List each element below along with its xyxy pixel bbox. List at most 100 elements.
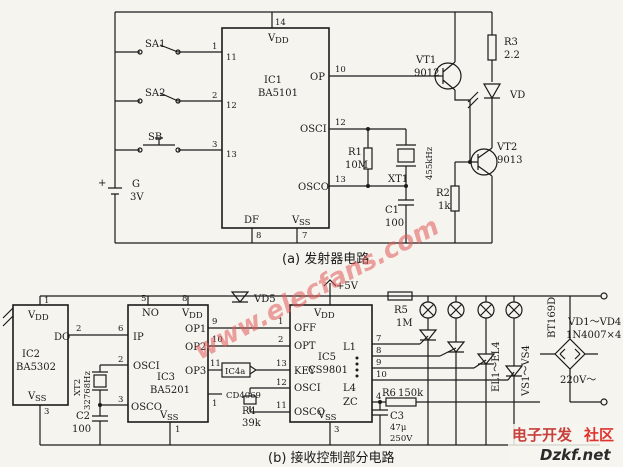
c3-label: C3 (390, 411, 404, 422)
svg-text:OSCO: OSCO (294, 407, 325, 418)
ic1-vdd-sub: DD (275, 36, 289, 46)
lamps-group (419, 296, 523, 366)
xt2-freq: 32768Hz (83, 371, 93, 410)
ic5-chip (289, 304, 373, 423)
r4-label: R4 (242, 406, 256, 417)
ic1-op-label: OP (310, 72, 325, 83)
svg-text:V: V (159, 410, 168, 421)
caption-a: (a) 发射器电路 (282, 251, 369, 267)
svg-text:3: 3 (212, 140, 217, 150)
svg-text:12: 12 (276, 378, 287, 388)
svg-text:1: 1 (212, 399, 217, 409)
xt1-label: XT1 (388, 174, 408, 185)
svg-text:13: 13 (276, 359, 287, 369)
vt1-label: VT1 (415, 55, 436, 66)
switch-sa2-label: SA2 (145, 88, 165, 99)
brand-text1: 电子开发 (512, 426, 573, 444)
brand-text2: 社区 (583, 426, 614, 444)
svg-text:12: 12 (335, 118, 346, 128)
r2-label: R2 (436, 188, 450, 199)
ic1-osci-label: OSCI (300, 124, 327, 135)
ic1-name: IC1 (264, 75, 282, 86)
r6-value: 150k (398, 388, 424, 399)
svg-text:3: 3 (118, 395, 123, 405)
svg-text:10: 10 (212, 335, 223, 345)
vt2-part: 9013 (497, 155, 522, 166)
r1-value: 10M (345, 160, 368, 171)
battery-label: G (132, 179, 140, 190)
receiver-circuit: +5V 1 V DD DO IC2 BA5302 V SS 3 2 5 8 NO… (2, 279, 621, 466)
r6-label: R6 (382, 388, 396, 399)
svg-text:2: 2 (278, 335, 283, 345)
watermark-text: www.elecfans.com (189, 212, 444, 367)
r2-value: 1k (438, 201, 451, 212)
svg-text:L4: L4 (343, 383, 356, 394)
svg-text:+: + (98, 178, 106, 189)
svg-text:OPT: OPT (294, 341, 316, 352)
svg-text:DD: DD (189, 311, 203, 321)
triacs-label: VS1～VS4 (521, 345, 532, 397)
svg-text:V: V (27, 391, 36, 402)
svg-text:L1: L1 (343, 342, 356, 353)
ic2-name: IC2 (22, 349, 40, 360)
transmitter-circuit: 14 V DD IC1 BA5101 DF V SS SA1 1 11 SA2 … (98, 11, 525, 267)
svg-text:4: 4 (376, 392, 381, 402)
ic1-vss-label: V (291, 215, 300, 226)
svg-text:OFF: OFF (294, 323, 316, 334)
vt1-part: 9012 (414, 68, 439, 79)
ic1-chip (221, 27, 330, 229)
svg-text:1: 1 (175, 425, 180, 435)
ic2-part: BA5302 (16, 362, 56, 373)
ic3-part: BA5201 (150, 385, 190, 396)
svg-text:3: 3 (44, 407, 49, 417)
svg-text:10: 10 (335, 65, 346, 75)
svg-text:DD: DD (321, 311, 335, 321)
svg-text:12: 12 (226, 101, 237, 111)
svg-text:NO: NO (142, 308, 159, 319)
svg-text:8: 8 (182, 294, 187, 304)
svg-text:8: 8 (256, 231, 261, 241)
svg-text:1: 1 (278, 317, 283, 327)
svg-text:KEY: KEY (294, 366, 316, 377)
svg-text:11: 11 (226, 53, 237, 63)
diodes-part: 1N4007×4 (566, 330, 621, 341)
svg-text:13: 13 (335, 175, 346, 185)
switch-sa1-label: SA1 (145, 39, 165, 50)
svg-text:V: V (27, 310, 36, 321)
ic1-vss-sub: SS (299, 218, 311, 228)
switch-sb-label: SB (148, 132, 162, 143)
svg-text:1: 1 (212, 42, 217, 52)
ac-label: 220V～ (560, 375, 596, 386)
c1-value: 100 (385, 218, 404, 229)
svg-text:2: 2 (118, 355, 123, 365)
svg-text:DD: DD (35, 313, 49, 323)
svg-text:7: 7 (376, 334, 381, 344)
xt1-freq: 455kHz (425, 146, 435, 180)
svg-text:ZC: ZC (343, 397, 358, 408)
ic4a-label: IC4a (225, 367, 245, 377)
brand-watermark: 电子开发 社区 Dzkf.net (508, 424, 623, 467)
svg-text:2: 2 (212, 91, 217, 101)
svg-text:9: 9 (376, 358, 381, 368)
bt169-label: BT169D (547, 297, 558, 338)
svg-text:OP3: OP3 (185, 366, 206, 377)
r5-label: R5 (394, 305, 408, 316)
brand-site: Dzkf.net (540, 446, 611, 464)
c3-value1: 47μ (390, 423, 407, 433)
caption-b: (b) 接收控制部分电路 (268, 450, 395, 466)
led-label: VD (509, 90, 525, 101)
svg-text:6: 6 (118, 324, 123, 334)
svg-text:SS: SS (325, 413, 337, 423)
svg-text:SS: SS (167, 413, 179, 423)
svg-text:5: 5 (141, 294, 146, 304)
svg-text:OSCI: OSCI (294, 383, 321, 394)
ic1-pin14: 14 (275, 18, 286, 28)
svg-text:11: 11 (210, 359, 221, 369)
svg-text:9: 9 (212, 317, 217, 327)
ic3-chip (127, 304, 209, 423)
xt2-label: XT2 (73, 379, 83, 396)
diodes-label: VD1～VD4 (567, 317, 621, 328)
c2-label: C2 (76, 411, 90, 422)
svg-text:V: V (317, 410, 326, 421)
